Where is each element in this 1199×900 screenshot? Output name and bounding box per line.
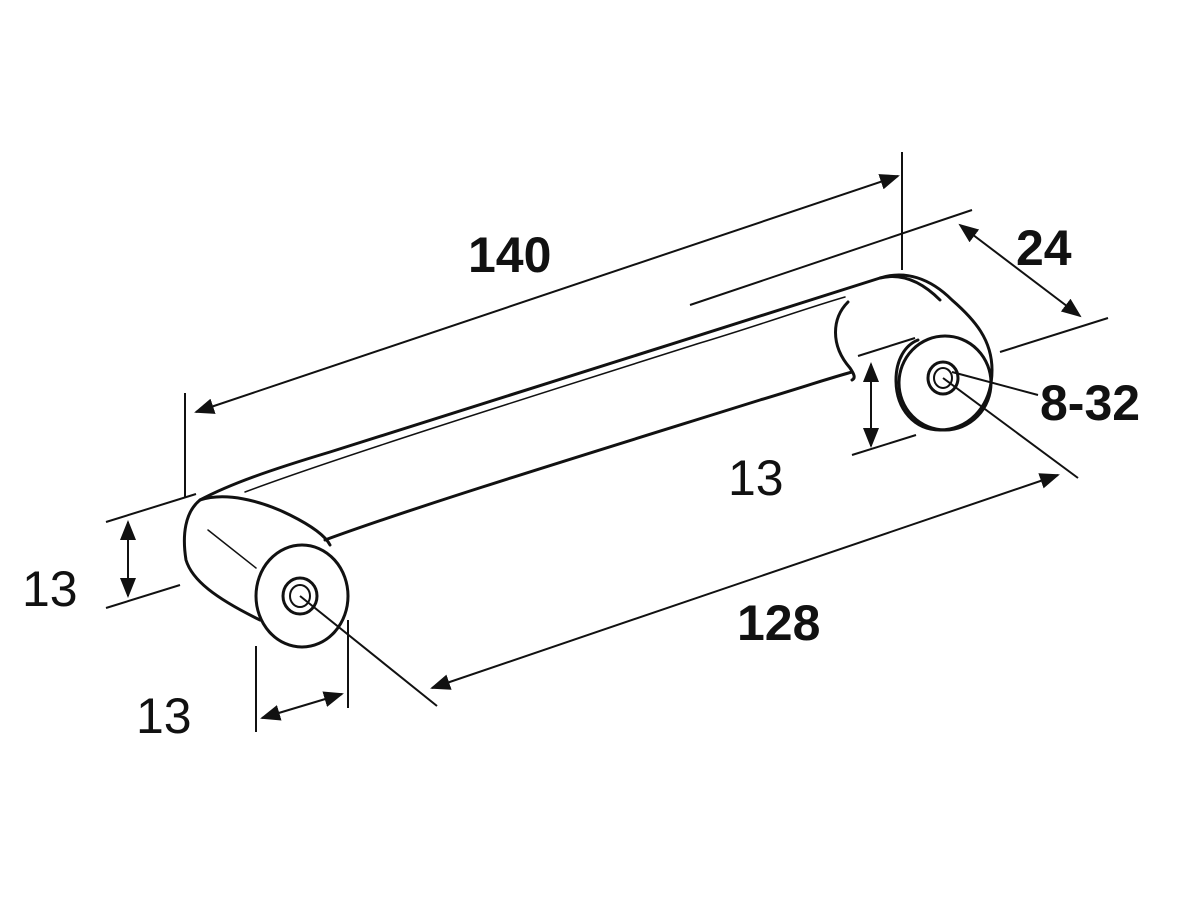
left-post-hole-inner [289,584,311,608]
label-post-diameter: 13 [136,688,192,744]
label-center-to-center: 128 [737,595,820,651]
right-post-hole-outer [926,360,960,396]
dimension-line-128 [430,473,1060,690]
dimension-line-140 [194,174,900,414]
right-post-end-face [897,334,993,432]
right-post-inner-curve [834,300,856,382]
extension-line-bottom-13-right [851,434,917,456]
leader-line-8-32 [951,371,1039,396]
center-line-left [299,595,438,707]
label-inner-height: 13 [728,450,784,506]
dimension-line-13-bottom [260,691,344,721]
label-thread: 8-32 [1040,375,1140,431]
dimension-lines [105,152,1109,732]
left-post-end-face [254,543,350,649]
label-depth: 24 [1016,220,1072,276]
label-overall-length: 140 [468,227,551,283]
left-post-outline [182,498,262,622]
handle-body [182,273,994,649]
dimension-line-24 [958,223,1082,318]
right-post-outline [878,273,994,432]
left-post-top-edge [198,495,332,547]
extension-line-bottom-13-left [105,584,181,609]
center-line-right [942,377,1079,479]
label-post-height: 13 [22,561,78,617]
left-post-hole-outer [281,576,319,616]
extension-line-top-24 [689,209,973,306]
extension-line-bottom-24 [999,317,1109,353]
dimension-labels: 140 24 8-32 13 128 13 13 [22,220,1140,744]
extension-line-top-13-left [105,493,197,523]
extension-line-top-13-right [857,337,916,357]
right-post-hole-inner [933,367,953,389]
left-post-shading-line [207,529,257,569]
handle-top-edge [198,275,942,502]
